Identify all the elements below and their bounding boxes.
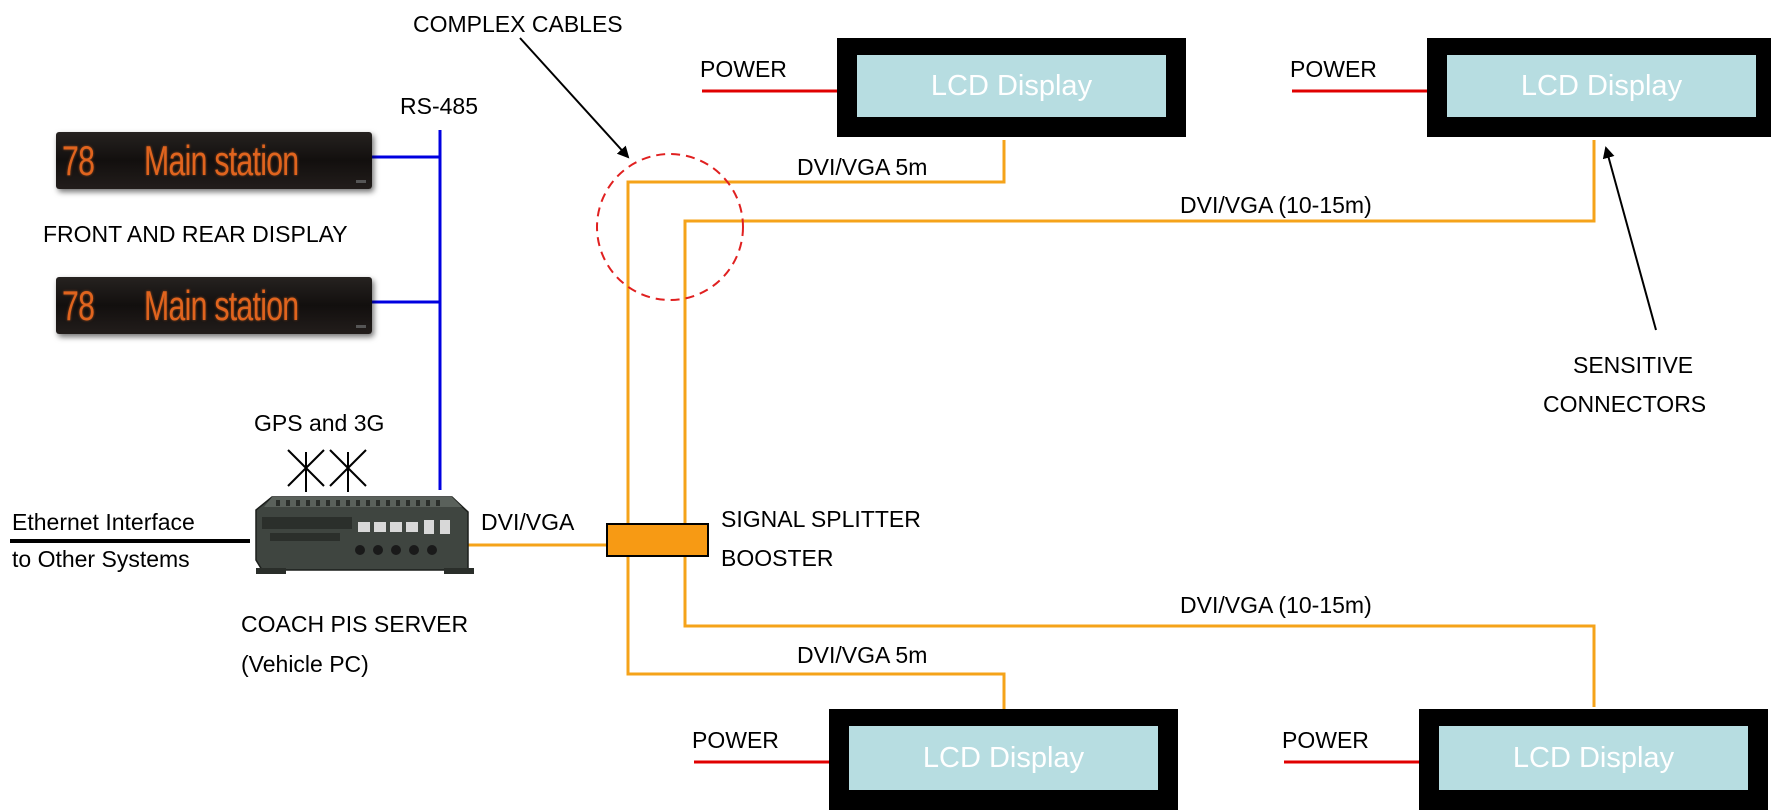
antenna-icon: [287, 449, 325, 492]
front-rear-display-label: FRONT AND REAR DISPLAY: [43, 221, 348, 247]
server-label-line1: COACH PIS SERVER: [241, 611, 469, 637]
server-label-line2: (Vehicle PC): [241, 651, 369, 677]
power-label: POWER: [1290, 56, 1377, 82]
dvi-long-bottom-label: DVI/VGA (10-15m): [1180, 592, 1372, 618]
lcd-screen: LCD Display: [1439, 726, 1748, 790]
sensitive-label-line2: CONNECTORS: [1543, 391, 1707, 417]
video-cables: [462, 140, 1596, 710]
lcd-screen: LCD Display: [849, 726, 1158, 790]
led-route-number: 78: [62, 137, 95, 184]
led-indicator: [356, 325, 366, 328]
sensitive-label-line1: SENSITIVE: [1573, 352, 1694, 378]
rear-led-display: 78 Main station: [56, 277, 372, 334]
ethernet-label-line2: to Other Systems: [12, 546, 190, 572]
signal-splitter-box: [606, 523, 709, 557]
led-destination-text: Main station: [144, 137, 299, 184]
dvi-long-top-label: DVI/VGA (10-15m): [1180, 192, 1372, 218]
complex-cables-label: COMPLEX CABLES: [413, 11, 623, 37]
lcd-display-top-left: LCD Display: [837, 38, 1186, 137]
power-label: POWER: [1282, 727, 1369, 753]
power-label: POWER: [700, 56, 787, 82]
dvi-vga-label: DVI/VGA: [481, 509, 575, 535]
power-lines: [694, 89, 1428, 764]
lcd-display-bottom-right: LCD Display: [1419, 709, 1768, 810]
dvi-5m-top-label: DVI/VGA 5m: [797, 154, 928, 180]
led-indicator: [356, 180, 366, 183]
lcd-screen: LCD Display: [1447, 55, 1756, 117]
lcd-display-bottom-left: LCD Display: [829, 709, 1178, 810]
complex-cables-arrow: [519, 37, 630, 159]
rs485-label: RS-485: [400, 93, 478, 119]
power-label: POWER: [692, 727, 779, 753]
ethernet-label-line1: Ethernet Interface: [12, 509, 195, 535]
led-route-number: 78: [62, 282, 95, 329]
front-led-display: 78 Main station: [56, 132, 372, 189]
complex-cables-circle: [596, 153, 744, 301]
gps-3g-label: GPS and 3G: [254, 410, 385, 436]
splitter-label-line2: BOOSTER: [721, 545, 834, 571]
lcd-display-top-right: LCD Display: [1427, 38, 1771, 137]
lcd-screen: LCD Display: [857, 55, 1166, 117]
vehicle-pc-icon: [255, 496, 474, 574]
led-destination-text: Main station: [144, 282, 299, 329]
sensitive-connectors-arrow: [1602, 146, 1657, 331]
rs485-bus: [372, 130, 442, 490]
antenna-icon: [329, 449, 367, 492]
dvi-5m-bottom-label: DVI/VGA 5m: [797, 642, 928, 668]
splitter-label-line1: SIGNAL SPLITTER: [721, 506, 921, 532]
